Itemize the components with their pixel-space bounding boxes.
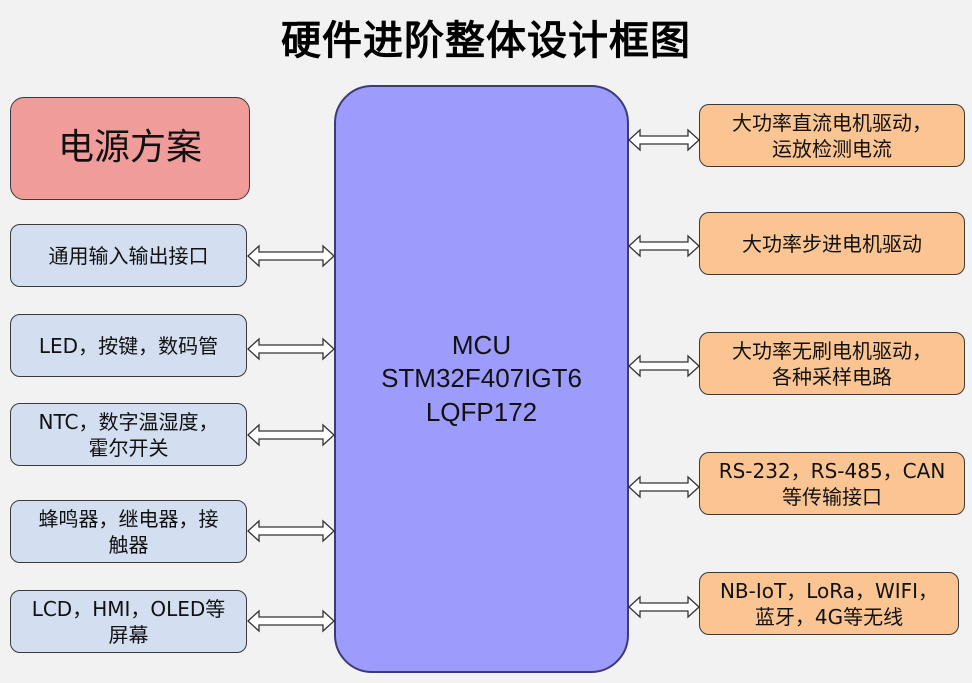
bidirectional-arrow-icon [628, 354, 700, 378]
block-line: 蜂鸣器，继电器，接 [38, 506, 219, 531]
block-line: 运放检测电流 [772, 136, 892, 161]
bidirectional-arrow-icon [247, 337, 335, 361]
power-supply-block: 电源方案 [10, 97, 250, 200]
block-line: 各种采样电路 [772, 364, 892, 389]
block-line: 通用输入输出接口 [48, 243, 209, 268]
block-line: 大功率直流电机驱动， [732, 110, 932, 135]
wireless-block: NB-IoT，LoRa，WIFI，蓝牙，4G等无线 [699, 572, 959, 635]
block-line: LED，按键，数码管 [38, 333, 219, 358]
block-line: 霍尔开关 [88, 435, 169, 460]
bidirectional-arrow-icon [628, 595, 700, 619]
bidirectional-arrow-icon [247, 609, 335, 633]
block-line: 大功率无刷电机驱动， [732, 338, 932, 363]
block-line: 蓝牙，4G等无线 [754, 604, 904, 629]
bidirectional-arrow-icon [247, 519, 335, 543]
block-line: 屏幕 [108, 622, 149, 647]
block-line: LCD，HMI，OLED等 [31, 596, 226, 621]
bidirectional-arrow-icon [628, 234, 700, 258]
led-keys-display-block: LED，按键，数码管 [10, 314, 247, 377]
bidirectional-arrow-icon [628, 475, 700, 499]
mcu-part-number: STM32F407IGT6 [381, 363, 582, 394]
power-supply-label: 电源方案 [57, 127, 202, 169]
dc-motor-block: 大功率直流电机驱动，运放检测电流 [699, 104, 965, 167]
stepper-motor-block: 大功率步进电机驱动 [699, 212, 965, 275]
block-line: 大功率步进电机驱动 [742, 231, 922, 256]
block-line: NB-IoT，LoRa，WIFI， [719, 578, 939, 603]
block-line: 触器 [108, 532, 149, 557]
mcu-package: LQFP172 [425, 396, 538, 427]
block-line: NTC，数字温湿度， [38, 409, 219, 434]
mcu-label: MCU [451, 330, 512, 361]
gpio-block: 通用输入输出接口 [10, 224, 247, 287]
bidirectional-arrow-icon [628, 128, 700, 152]
bidirectional-arrow-icon [247, 423, 335, 447]
bidirectional-arrow-icon [247, 244, 335, 268]
block-line: 等传输接口 [781, 484, 882, 509]
actuators-block: 蜂鸣器，继电器，接触器 [10, 500, 247, 563]
mcu-block: MCU STM32F407IGT6 LQFP172 [334, 85, 629, 673]
display-screens-block: LCD，HMI，OLED等屏幕 [10, 590, 247, 653]
sensors-block: NTC，数字温湿度，霍尔开关 [10, 403, 247, 466]
brushless-motor-block: 大功率无刷电机驱动，各种采样电路 [699, 332, 965, 395]
block-line: RS-232，RS-485，CAN [718, 458, 946, 483]
diagram-title: 硬件进阶整体设计框图 [281, 18, 691, 64]
